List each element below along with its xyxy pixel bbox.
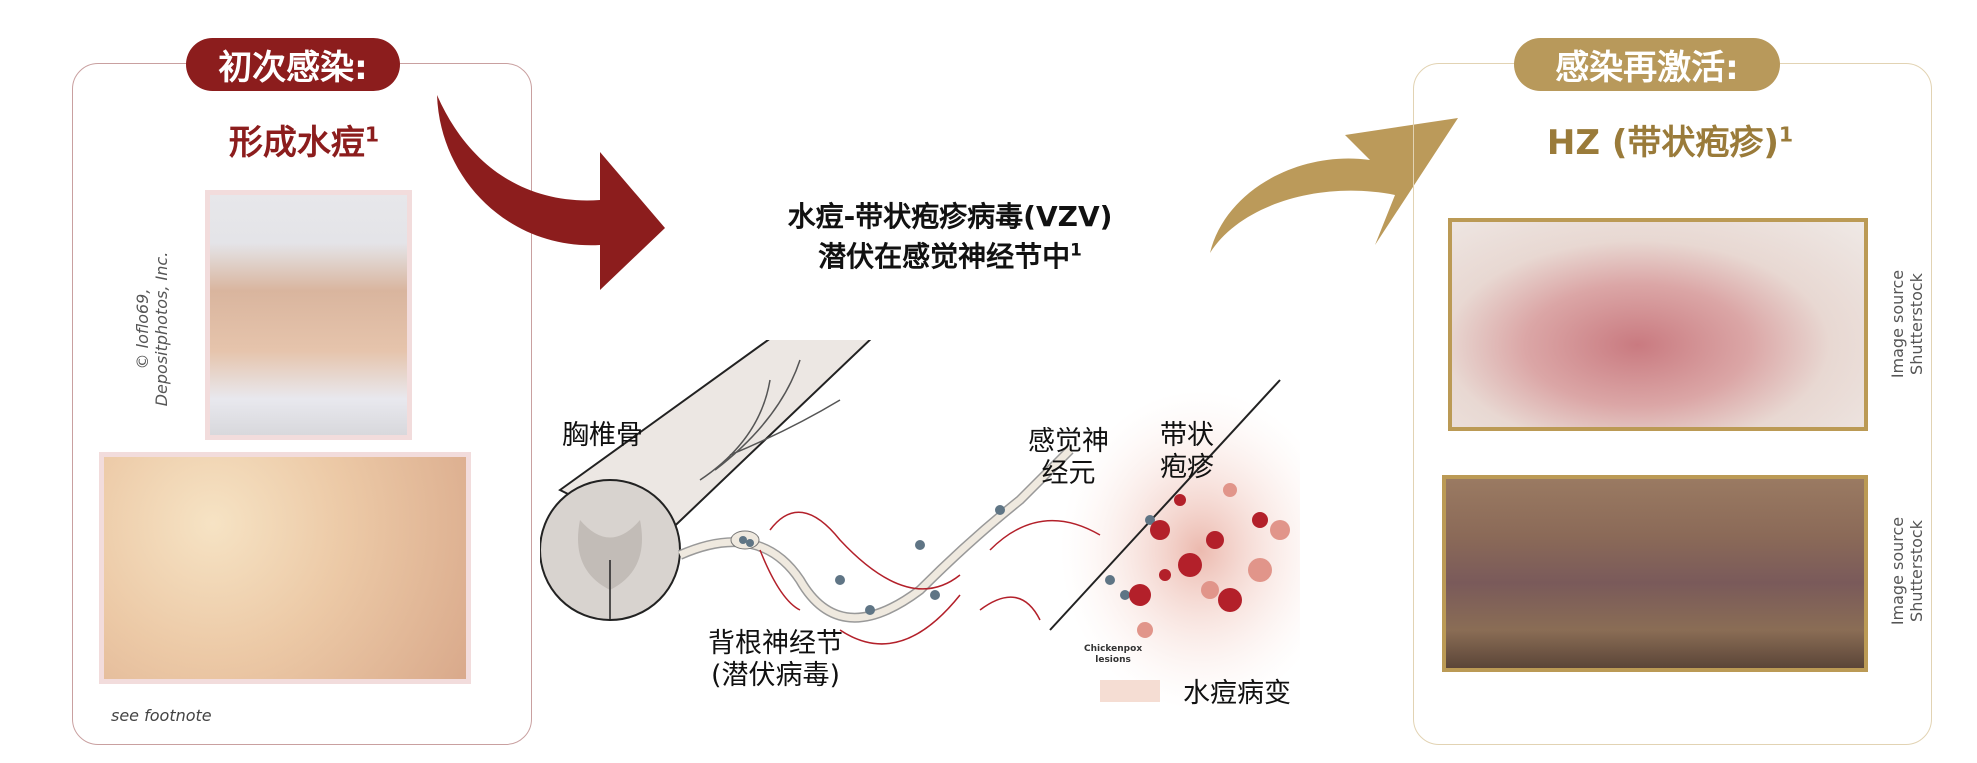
badge-text: 初次感染:	[218, 48, 368, 88]
herpes-zoster-chest-photo	[1448, 218, 1868, 431]
faded-lesion-dots	[1137, 483, 1290, 638]
reference-marker: 1	[1778, 122, 1794, 147]
footnote-text: see footnote	[111, 706, 212, 725]
shoulder-chickenpox-photo	[99, 452, 471, 684]
virus-particles	[739, 505, 1155, 615]
vzv-title-line1: 水痘-带状疱疹病毒(VZV)	[787, 200, 1113, 233]
label-line: (潜伏病毒)	[710, 660, 841, 691]
subtitle-text: HZ (带状疱疹)	[1546, 123, 1779, 163]
subtitle-text: 形成水痘	[228, 123, 365, 163]
label-line: 疱疹	[1160, 452, 1214, 483]
label-backdrop	[1100, 680, 1160, 702]
label-line: Chickenpox	[1084, 644, 1143, 654]
badge-text: 感染再激活:	[1555, 48, 1739, 88]
reactivation-badge: 感染再激活:	[1514, 38, 1780, 91]
label-line: 背根神经节	[708, 628, 843, 659]
title-text: 潜伏在感觉神经节中	[818, 240, 1071, 273]
spinal-cord-diagram	[540, 340, 1300, 710]
credit-line: Shutterstock	[1907, 273, 1926, 375]
credit-line: Image source	[1888, 516, 1907, 626]
label-line: 带状	[1160, 420, 1214, 451]
label-line: lesions	[1095, 655, 1131, 665]
reference-marker: 1	[364, 122, 380, 147]
vzv-title-line2: 潜伏在感觉神经节中1	[700, 235, 1200, 275]
primary-infection-badge: 初次感染:	[186, 38, 400, 91]
child-chickenpox-photo	[205, 190, 412, 440]
sensory-neuron-label: 感觉神经元	[1028, 426, 1109, 490]
thoracic-vertebra-label: 胸椎骨	[562, 420, 643, 451]
skin-surface	[1049, 379, 1281, 631]
label-line: 经元	[1041, 458, 1096, 489]
herpes-zoster-abdomen-photo	[1442, 475, 1868, 672]
lesion-area	[1060, 390, 1300, 710]
chickenpox-subtitle: 形成水痘1	[186, 115, 422, 164]
chickenpox-lesion-label: 水痘病变	[1183, 678, 1291, 709]
credit-line: Shutterstock	[1907, 520, 1926, 622]
nerve-rootlets	[699, 359, 841, 481]
red-arrow-icon	[437, 95, 665, 290]
credit-line: Image source	[1888, 269, 1907, 379]
dorsal-root-ganglion-label: 背根神经节(潜伏病毒)	[708, 628, 843, 692]
herpes-zoster-label: 带状疱疹	[1160, 420, 1214, 484]
herpes-zoster-subtitle: HZ (带状疱疹)1	[1480, 115, 1860, 164]
virus-path-arrows	[759, 511, 1101, 645]
gold-arrow-icon	[1210, 118, 1458, 253]
lesion-dots	[1129, 494, 1268, 612]
reference-marker: 1	[1070, 239, 1082, 260]
grey-matter	[578, 520, 642, 590]
label-line: 感觉神	[1028, 426, 1109, 457]
sensory-nerve-inner	[678, 447, 1073, 622]
